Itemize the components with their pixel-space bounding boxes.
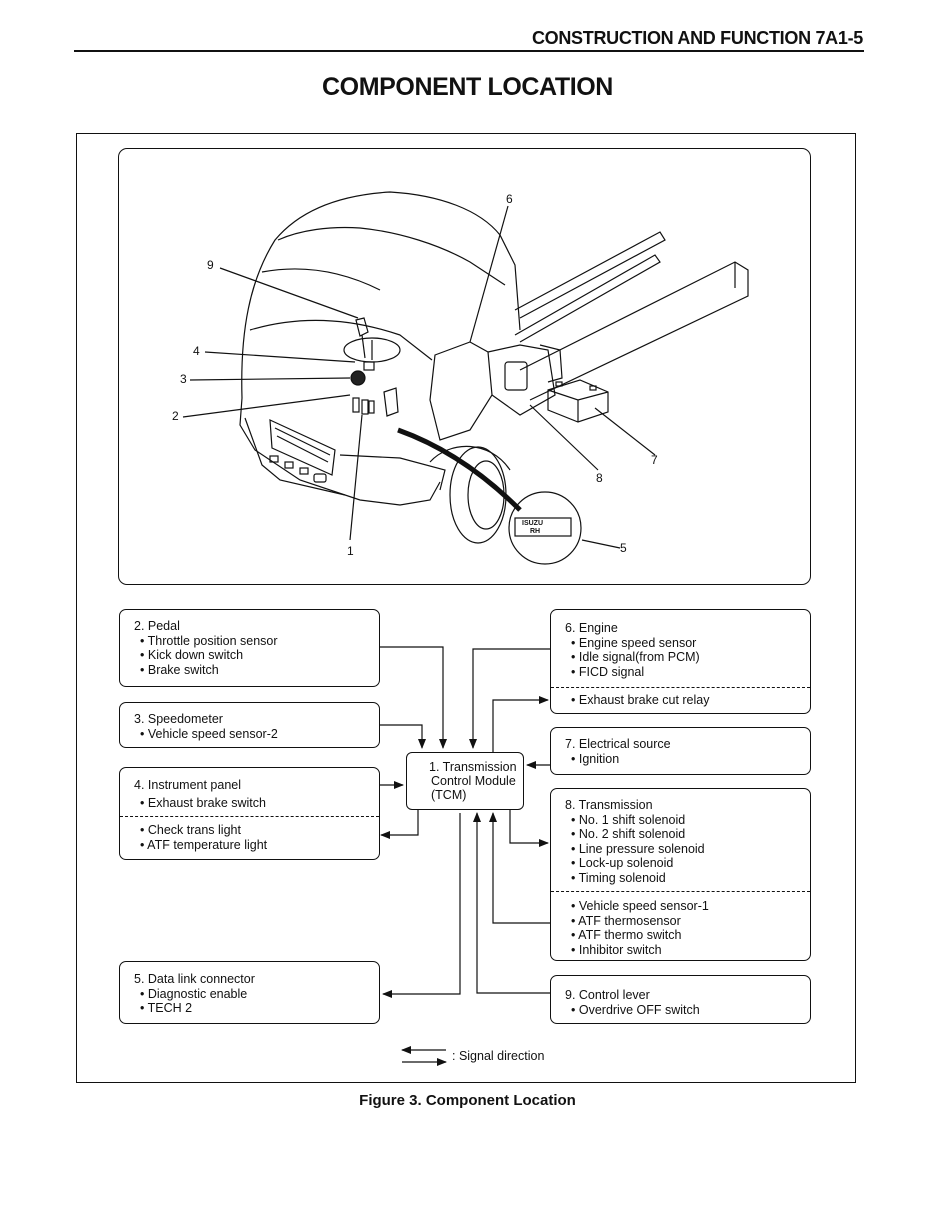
- dlc-title: 5. Data link connector: [134, 972, 255, 986]
- engine-box: 6. Engine Engine speed sensor Idle signa…: [550, 609, 811, 714]
- callout-9: 9: [207, 258, 214, 272]
- instrument-divider: [120, 816, 379, 817]
- truck-illustration-panel: [118, 148, 811, 585]
- page-title: COMPONENT LOCATION: [322, 73, 613, 101]
- electrical-title: 7. Electrical source: [565, 737, 671, 751]
- data-link-connector-box: 5. Data link connector Diagnostic enable…: [119, 961, 380, 1024]
- transmission-item: Inhibitor switch: [565, 943, 804, 958]
- callout-3: 3: [180, 372, 187, 386]
- engine-item: Exhaust brake cut relay: [565, 693, 804, 708]
- control-lever-title: 9. Control lever: [565, 988, 650, 1002]
- transmission-item: No. 1 shift solenoid: [565, 813, 804, 828]
- transmission-box: 8. Transmission No. 1 shift solenoid No.…: [550, 788, 811, 961]
- instrument-item: Exhaust brake switch: [134, 796, 373, 811]
- transmission-item: Vehicle speed sensor-1: [565, 899, 804, 914]
- callout-1: 1: [347, 544, 354, 558]
- tcm-line: Control Module: [431, 774, 516, 788]
- dlc-item: TECH 2: [134, 1001, 373, 1016]
- callout-2: 2: [172, 409, 179, 423]
- instrument-title: 4. Instrument panel: [134, 778, 242, 792]
- transmission-item: Line pressure solenoid: [565, 842, 804, 857]
- speedometer-item: Vehicle speed sensor-2: [134, 727, 373, 742]
- instrument-panel-box: 4. Instrument panel Exhaust brake switch…: [119, 767, 380, 860]
- connector-label-bottom: RH: [530, 528, 541, 535]
- pedal-box: 2. Pedal Throttle position sensor Kick d…: [119, 609, 380, 687]
- figure-frame: [76, 133, 856, 1083]
- transmission-title: 8. Transmission: [565, 798, 653, 812]
- tcm-box: 1. Transmission Control Module (TCM): [406, 752, 524, 810]
- instrument-item: Check trans light: [134, 823, 373, 838]
- section-header: CONSTRUCTION AND FUNCTION 7A1-5: [531, 28, 863, 48]
- electrical-item: Ignition: [565, 752, 804, 767]
- figure-caption: Figure 3. Component Location: [359, 1092, 576, 1109]
- control-lever-item: Overdrive OFF switch: [565, 1003, 804, 1018]
- engine-item: Engine speed sensor: [565, 636, 804, 651]
- callout-6: 6: [506, 192, 513, 206]
- pedal-item: Kick down switch: [134, 648, 373, 663]
- transmission-item: Timing solenoid: [565, 871, 804, 886]
- header-rule: [74, 50, 864, 52]
- instrument-item: ATF temperature light: [134, 838, 373, 853]
- transmission-divider: [551, 891, 810, 892]
- electrical-source-box: 7. Electrical source Ignition: [550, 727, 811, 775]
- speedometer-title: 3. Speedometer: [134, 712, 223, 726]
- callout-7: 7: [651, 453, 658, 467]
- pedal-title: 2. Pedal: [134, 619, 180, 633]
- speedometer-box: 3. Speedometer Vehicle speed sensor-2: [119, 702, 380, 748]
- transmission-item: ATF thermosensor: [565, 914, 804, 929]
- control-lever-box: 9. Control lever Overdrive OFF switch: [550, 975, 811, 1024]
- engine-divider: [551, 687, 810, 688]
- pedal-item: Throttle position sensor: [134, 634, 373, 649]
- callout-8: 8: [596, 471, 603, 485]
- pedal-item: Brake switch: [134, 663, 373, 678]
- callout-5: 5: [620, 541, 627, 555]
- engine-item: FICD signal: [565, 665, 804, 680]
- legend-text: : Signal direction: [452, 1049, 545, 1063]
- transmission-item: No. 2 shift solenoid: [565, 827, 804, 842]
- tcm-line: 1. Transmission: [429, 760, 517, 774]
- callout-4: 4: [193, 344, 200, 358]
- dlc-item: Diagnostic enable: [134, 987, 373, 1002]
- tcm-line: (TCM): [431, 788, 467, 802]
- transmission-item: ATF thermo switch: [565, 928, 804, 943]
- connector-label-top: ISUZU: [522, 520, 543, 527]
- engine-title: 6. Engine: [565, 621, 618, 635]
- engine-item: Idle signal(from PCM): [565, 650, 804, 665]
- transmission-item: Lock-up solenoid: [565, 856, 804, 871]
